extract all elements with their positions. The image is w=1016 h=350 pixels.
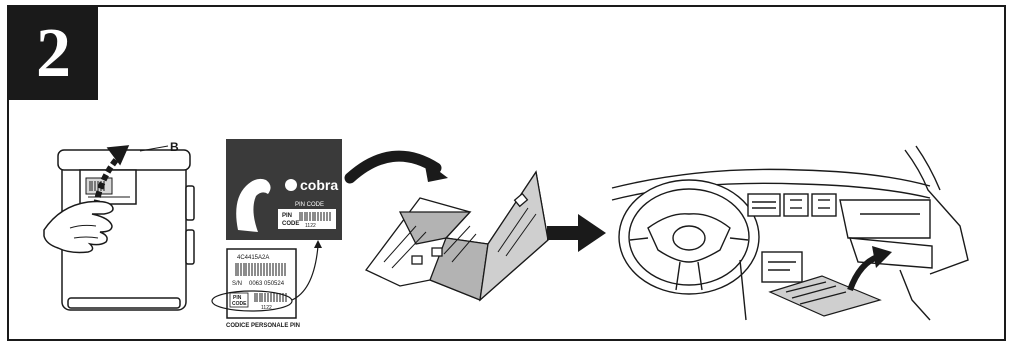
cobra-emblem: [236, 178, 271, 232]
control-unit-connector-1: [185, 185, 195, 221]
tag-pin-value: 1122: [261, 305, 272, 311]
glovebox-lid: [839, 199, 931, 239]
curved-arrow-over-icon: [344, 150, 442, 184]
dashboard-top-line: [611, 168, 931, 189]
curved-arrow-up-icon: [106, 145, 130, 166]
label-b: B: [170, 140, 179, 154]
control-unit-illustration: B: [43, 140, 195, 311]
hand: [43, 200, 114, 254]
car-dashboard-illustration: [611, 145, 969, 321]
control-unit-base: [67, 297, 181, 309]
card-pin-code-header: PIN CODE: [295, 202, 324, 208]
card-pin-label-2: CODE: [282, 221, 299, 227]
tag-pin-label-2: CODE: [232, 301, 247, 307]
center-vent-3: [811, 193, 837, 217]
figure-frame: [7, 5, 1006, 341]
tag-caption: CODICE PERSONALE PIN: [226, 323, 300, 329]
tag-pin-label-1: PIN: [233, 295, 242, 301]
control-unit-connector-2: [185, 229, 195, 265]
step-number: 2: [36, 15, 71, 92]
step-number-badge: 2: [9, 7, 98, 100]
tag-pin-box: [229, 292, 249, 308]
tag-id-code: 4C4415A2A: [237, 255, 269, 261]
cobra-logo-mark: [285, 179, 297, 191]
arrow-right-icon: [547, 214, 606, 252]
card-barcode: [299, 212, 331, 221]
card-pin-value: 1122: [305, 223, 316, 229]
curved-arrow-into-glovebox-head: [872, 246, 892, 268]
tag-barcode-pin: [254, 293, 287, 302]
tag-serial-value: 0063 050524: [249, 281, 285, 287]
document-to-glovebox: [768, 275, 882, 317]
card-brand: cobra: [300, 177, 338, 193]
cobra-card: cobra PIN CODE PIN CODE 1122: [226, 139, 342, 240]
center-vent-2: [783, 193, 809, 217]
card-pin-label-1: PIN: [282, 213, 292, 219]
center-vent-1: [747, 193, 781, 217]
pin-highlight-ellipse: [211, 290, 293, 312]
connector-arrowhead-icon: [314, 240, 322, 248]
folded-document: [365, 170, 549, 302]
steering-hub: [647, 213, 731, 263]
curved-arrow-over-head: [424, 160, 448, 182]
tag-to-card-connector: [291, 245, 319, 301]
pin-tag: 4C4415A2A S/N 0063 050524 PIN CODE 1122 …: [211, 248, 300, 329]
tag-serial-prefix: S/N: [232, 281, 242, 287]
console-panel: [761, 251, 803, 283]
a-pillar: [904, 149, 969, 275]
tag-barcode-top: [235, 263, 286, 276]
